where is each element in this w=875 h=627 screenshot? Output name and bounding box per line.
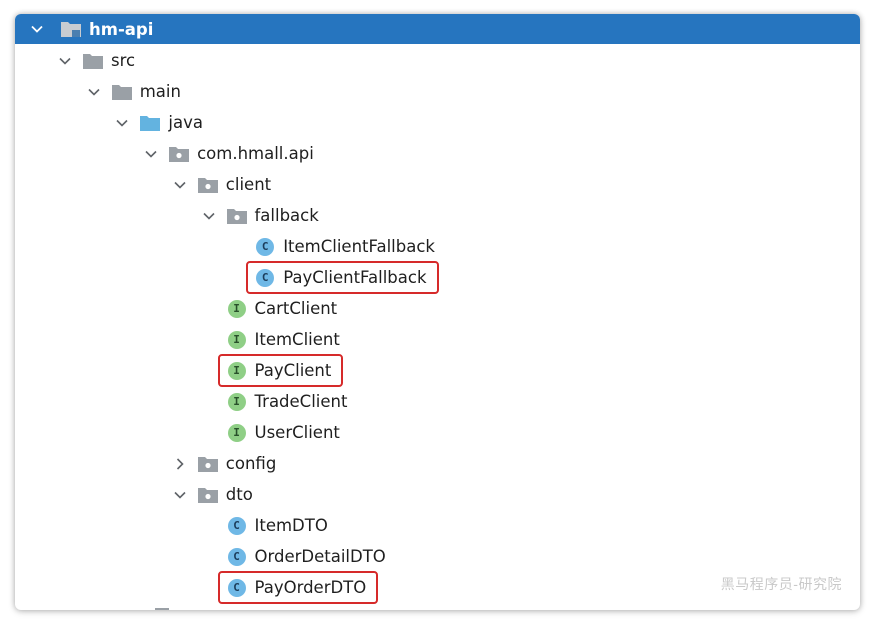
tree-row-PayClient[interactable]: I PayClient — [15, 355, 860, 386]
package-icon — [168, 144, 190, 164]
folder-icon — [82, 51, 104, 71]
chevron-down-icon[interactable] — [140, 143, 162, 165]
tree-row-client[interactable]: client — [15, 169, 860, 200]
tree-row-label: dto — [225, 485, 253, 504]
tree-row-label: CartClient — [254, 299, 338, 318]
package-icon — [197, 454, 219, 474]
tree-row-label: fallback — [254, 206, 319, 225]
tree-root-row[interactable]: hm-api — [15, 14, 860, 44]
tree-row-PayOrderDTO[interactable]: C PayOrderDTO — [15, 572, 860, 603]
tree-row-java[interactable]: java — [15, 107, 860, 138]
tree-indent-spacer — [198, 391, 220, 413]
tree-indent-spacer — [198, 515, 220, 537]
tree-row-label: main — [139, 82, 181, 101]
class-icon: C — [226, 547, 248, 567]
tree-indent-spacer — [198, 329, 220, 351]
chevron-down-icon[interactable] — [54, 50, 76, 72]
tree-indent-spacer — [198, 577, 220, 599]
folder-icon — [111, 82, 133, 102]
chevron-down-icon[interactable] — [169, 484, 191, 506]
tree-row-label: ItemDTO — [254, 516, 328, 535]
tree-row-label: PayOrderDTO — [254, 578, 367, 597]
chevron-down-icon[interactable] — [83, 81, 105, 103]
tree-row-OrderDetailDTO[interactable]: C OrderDetailDTO — [15, 541, 860, 572]
chevron-down-icon[interactable] — [111, 112, 133, 134]
tree-row-label: config — [225, 454, 277, 473]
tree-row-ItemClientFallback[interactable]: C ItemClientFallback — [15, 231, 860, 262]
class-icon: C — [226, 578, 248, 598]
module-folder-icon — [60, 19, 82, 39]
tree-indent-spacer — [198, 360, 220, 382]
tree-root-label: hm-api — [89, 19, 154, 39]
package-icon — [197, 175, 219, 195]
tree-row-label: src — [111, 51, 136, 70]
next-row-icon-partial — [155, 608, 169, 610]
tree-row-com-hmall-api[interactable]: com.hmall.api — [15, 138, 860, 169]
tree-row-label: UserClient — [254, 423, 340, 442]
tree-row-label: client — [225, 175, 272, 194]
tree-row-label: PayClient — [254, 361, 332, 380]
tree-row-label: PayClientFallback — [283, 268, 427, 287]
tree-row-main[interactable]: main — [15, 76, 860, 107]
tree-row-label: ItemClient — [254, 330, 340, 349]
tree-row-config[interactable]: config — [15, 448, 860, 479]
chevron-down-icon[interactable] — [26, 18, 48, 40]
interface-icon: I — [226, 423, 248, 443]
tree-row-label: com.hmall.api — [197, 144, 314, 163]
tree-row-UserClient[interactable]: I UserClient — [15, 417, 860, 448]
class-icon: C — [254, 237, 276, 257]
interface-icon: I — [226, 392, 248, 412]
tree-row-ItemDTO[interactable]: C ItemDTO — [15, 510, 860, 541]
class-icon: C — [226, 516, 248, 536]
tree-row-label: TradeClient — [254, 392, 348, 411]
tree-indent-spacer — [198, 298, 220, 320]
tree-indent-spacer — [198, 422, 220, 444]
tree-indent-spacer — [226, 236, 248, 258]
tree-row-fallback[interactable]: fallback — [15, 200, 860, 231]
tree-row-ItemClient[interactable]: I ItemClient — [15, 324, 860, 355]
chevron-down-icon[interactable] — [169, 174, 191, 196]
tree-row-CartClient[interactable]: I CartClient — [15, 293, 860, 324]
interface-icon: I — [226, 299, 248, 319]
tree-indent-spacer — [226, 267, 248, 289]
package-icon — [197, 485, 219, 505]
interface-icon: I — [226, 330, 248, 350]
tree-indent-spacer — [198, 546, 220, 568]
tree-row-label: ItemClientFallback — [283, 237, 435, 256]
tree-row-label: OrderDetailDTO — [254, 547, 386, 566]
tree-row-src[interactable]: src — [15, 45, 860, 76]
class-icon: C — [254, 268, 276, 288]
chevron-right-icon[interactable] — [169, 453, 191, 475]
tree-row-PayClientFallback[interactable]: C PayClientFallback — [15, 262, 860, 293]
watermark: 黑马程序员-研究院 — [720, 577, 842, 593]
tree-row-label: java — [168, 113, 203, 132]
package-icon — [226, 206, 248, 226]
interface-icon: I — [226, 361, 248, 381]
tree-row-TradeClient[interactable]: I TradeClient — [15, 386, 860, 417]
tree-row-dto[interactable]: dto — [15, 479, 860, 510]
chevron-down-icon[interactable] — [198, 205, 220, 227]
source-folder-icon — [139, 113, 161, 133]
